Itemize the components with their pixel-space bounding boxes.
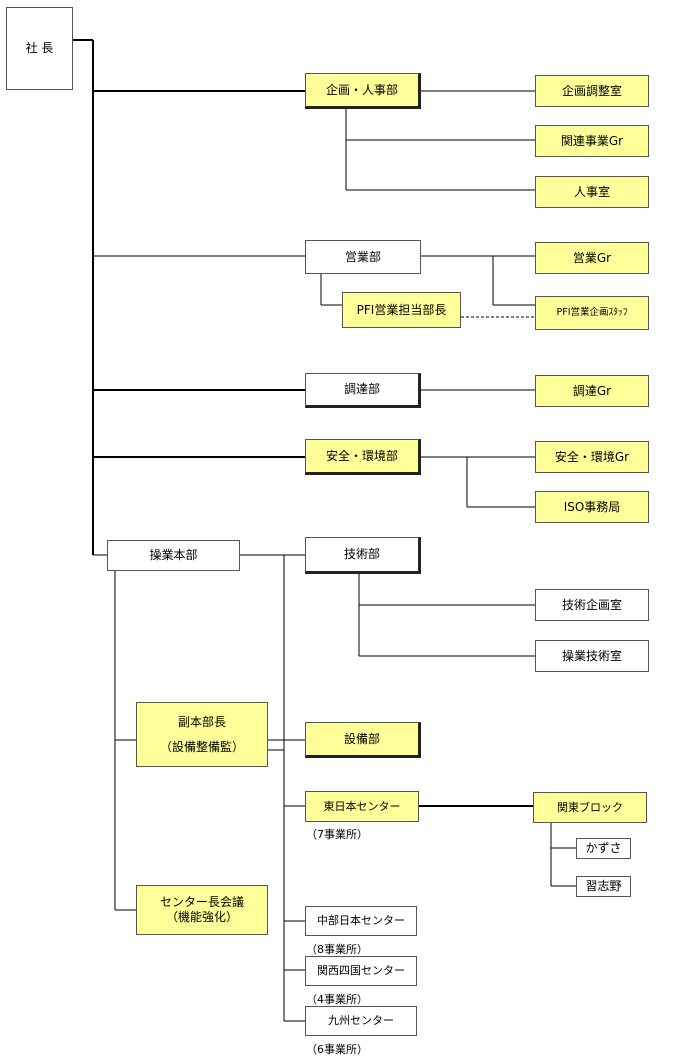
president-box: 社 長 [6,7,73,90]
chubu-label: 中部日本センター [317,914,405,928]
pfi-planning-staff-label: PFI営業企画ｽﾀｯﾌ [556,307,628,319]
tech-planning-label: 技術企画室 [561,597,622,612]
facilities-dept-label: 設備部 [343,731,380,746]
hr-office: 人事室 [535,176,649,208]
ops-tech-label: 操業技術室 [561,648,622,663]
planning-adjustment-office: 企画調整室 [535,75,649,107]
kyushu-note: （6事業所） [306,1043,368,1056]
tech-dept: 技術部 [305,537,421,574]
center-council: センター長会議 （機能強化） [136,885,268,935]
kazusa-label: かずさ [585,841,622,855]
planning-adjustment-label: 企画調整室 [561,83,622,98]
operations-hq: 操業本部 [107,540,240,571]
chubu-center: 中部日本センター [305,906,417,936]
procurement-dept-label: 調達部 [343,382,380,396]
planning-hr-label: 企画・人事部 [325,82,398,97]
kyushu-label: 九州センター [328,1014,394,1028]
kansai-shikoku-label: 関西四国センター [317,964,405,978]
iso-office: ISO事務局 [535,491,649,523]
safety-env-dept: 安全・環境部 [305,439,421,475]
facilities-dept: 設備部 [305,722,421,758]
east-japan-label: 東日本センター [323,799,401,813]
pfi-sales-gm: PFI営業担当部長 [342,292,461,328]
chubu-note: （8事業所） [306,943,368,956]
tech-dept-label: 技術部 [343,547,380,561]
narashino-label: 習志野 [585,879,622,893]
ops-tech-office: 操業技術室 [535,640,649,672]
kansai-shikoku-center: 関西四国センター [305,956,417,986]
procurement-dept: 調達部 [305,373,421,408]
president-label: 社 長 [25,41,54,55]
iso-office-label: ISO事務局 [563,499,621,514]
kyushu-center: 九州センター [305,1006,417,1036]
deputy-gm-role: （設備整備監） [159,739,244,754]
tech-planning-office: 技術企画室 [535,589,649,621]
kazusa-site: かずさ [576,838,631,859]
center-council-title: センター長会議 [159,895,244,909]
sales-dept-label: 営業部 [344,249,381,264]
pfi-sales-gm-label: PFI営業担当部長 [356,302,447,317]
planning-hr-dept: 企画・人事部 [305,73,421,109]
east-japan-center: 東日本センター [305,791,419,822]
safety-env-group: 安全・環境Gr [535,441,649,473]
safety-env-dept-label: 安全・環境部 [325,448,398,463]
operations-hq-label: 操業本部 [149,548,198,562]
sales-group-label: 営業Gr [572,250,612,265]
deputy-gm-title: 副本部長 [177,714,226,729]
sales-dept: 営業部 [305,240,421,274]
deputy-gm: 副本部長 （設備整備監） [136,702,268,767]
affiliates-group-label: 関連事業Gr [560,133,624,148]
hr-office-label: 人事室 [573,184,610,199]
kansai-shikoku-note: （4事業所） [306,993,368,1006]
affiliates-group: 関連事業Gr [535,125,649,157]
center-council-role: （機能強化） [165,910,238,924]
kanto-block-label: 関東ブロック [557,800,623,814]
safety-env-group-label: 安全・環境Gr [554,449,630,464]
pfi-planning-staff: PFI営業企画ｽﾀｯﾌ [535,296,649,330]
sales-group: 営業Gr [535,242,649,274]
procurement-group: 調達Gr [535,375,649,407]
procurement-group-label: 調達Gr [572,383,612,398]
east-japan-note: （7事業所） [306,828,368,841]
narashino-site: 習志野 [576,876,631,897]
kanto-block: 関東ブロック [533,792,647,823]
